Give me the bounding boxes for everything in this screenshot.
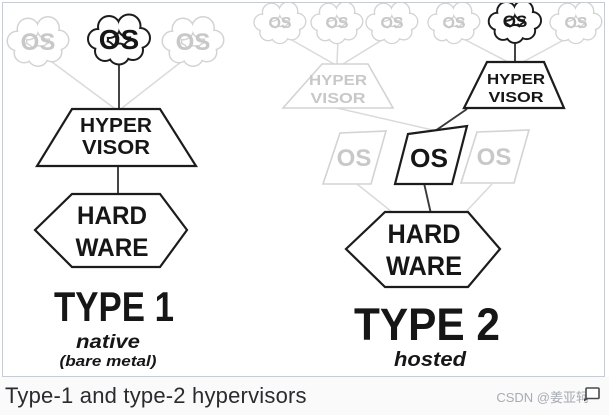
type2-title: TYPE 2 [354, 299, 500, 350]
type2-hardware-hexagon [344, 210, 502, 289]
type2-os-para-label-left: OS [337, 145, 372, 172]
type1-hypervisor-trapezoid [35, 107, 198, 168]
type2-os-cloud-label-6: OS [564, 15, 587, 32]
type2-hypervisor-trapezoid-active [462, 60, 566, 110]
type1-title: TYPE 1 [54, 283, 174, 330]
type1-os-label-center: OS [99, 24, 139, 55]
type1-hypervisor-line1: HYPER [80, 115, 153, 137]
type2-os-cloud-label-4: OS [442, 15, 465, 32]
hypervisor-diagram: OS OS OS HYPER VISOR HARD WARE TYPE 1 na… [6, 3, 603, 371]
type2-host-os-parallelogram-left [321, 130, 388, 185]
type2-subtitle: hosted [394, 349, 467, 371]
type2-hypervisor-trapezoid-inactive [281, 63, 395, 109]
type1-note: (bare metal) [60, 353, 157, 370]
type2-os-cloud-label-3: OS [380, 15, 403, 32]
type1-hardware-hexagon [33, 192, 189, 269]
type2-os-cloud-label-2: OS [325, 15, 348, 32]
type1-os-label-right: OS [176, 29, 211, 56]
caption-bar: Type-1 and type-2 hypervisors CSDN @姜亚轲 [0, 377, 609, 415]
csdn-watermark: CSDN @姜亚轲 [496, 387, 601, 406]
type2-hypervisor-inactive-line2: VISOR [311, 90, 366, 107]
type2-os-para-label-right: OS [477, 144, 512, 171]
type2-hypervisor-active-line1: HYPER [487, 71, 545, 88]
type1-subtitle: native [76, 332, 140, 353]
type1-hardware-line1: HARD [77, 202, 147, 230]
type2-hardware-line1: HARD [388, 219, 461, 249]
window-icon [584, 387, 600, 402]
type2-hypervisor-active-line2: VISOR [489, 89, 544, 106]
type1-hypervisor-line2: VISOR [82, 137, 151, 159]
type2-host-os-parallelogram-active [393, 124, 469, 186]
type1-connector-lines [51, 61, 182, 196]
type2-os-para-label-active: OS [410, 143, 448, 173]
type2-host-os-parallelogram-right [459, 129, 531, 184]
watermark-text: CSDN @姜亚轲 [496, 389, 589, 405]
figure-caption: Type-1 and type-2 hypervisors [5, 383, 307, 408]
type1-os-label-left: OS [21, 29, 56, 56]
type2-cloud-row [253, 3, 603, 45]
type1-hardware-line2: WARE [76, 234, 149, 262]
type2-hypervisor-inactive-line1: HYPER [309, 72, 367, 89]
type2-os-cloud-label-1: OS [268, 15, 291, 32]
type2-hardware-line2: WARE [386, 251, 462, 281]
type2-os-cloud-label-active: OS [503, 12, 528, 31]
figure-frame: OS OS OS HYPER VISOR HARD WARE TYPE 1 na… [2, 2, 605, 377]
